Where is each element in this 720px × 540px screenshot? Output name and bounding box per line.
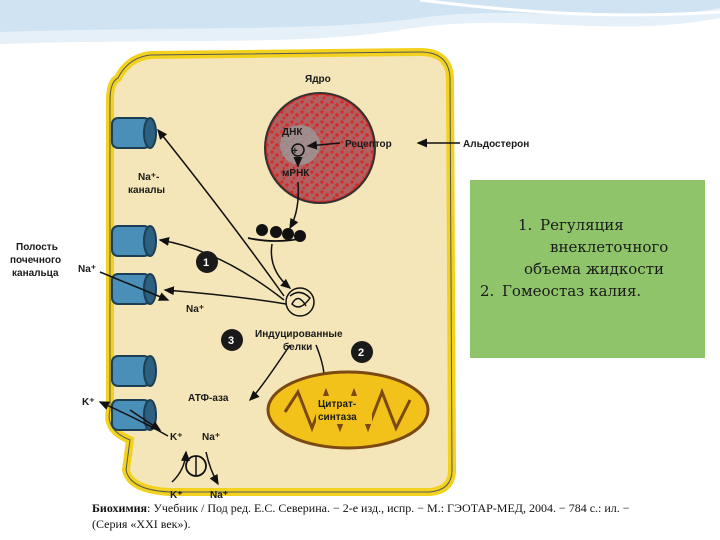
na-pump-label: Na⁺ [202, 432, 220, 443]
svg-text:2: 2 [358, 347, 364, 359]
induced-proteins [285, 287, 315, 317]
na-in-arrow [99, 271, 170, 301]
lumen-line3: канальца [12, 268, 59, 279]
badge-1: 1 [196, 251, 218, 273]
na-in-label: Na⁺ [78, 264, 96, 275]
na-out-arrow [205, 451, 219, 486]
mrna-label: мРНК [282, 168, 310, 179]
na-k-pump [185, 455, 207, 477]
dna-label: ДНК [282, 127, 303, 138]
translation-arrow [270, 243, 292, 289]
atpase-arrow [248, 344, 291, 402]
protein-arrow-2 [158, 237, 285, 301]
protein-arrow-1 [157, 128, 285, 297]
point-2-line1: Гомеостаз калия. [502, 282, 642, 300]
k-left-label: K⁺ [82, 397, 95, 408]
lumen-line2: почечного [10, 255, 61, 266]
induced-line2: белки [283, 341, 312, 353]
k-pump-label: K⁺ [170, 432, 183, 443]
channel [111, 117, 157, 149]
nucleus [264, 92, 376, 204]
channel [111, 355, 157, 387]
na-channels [111, 117, 157, 431]
nucleus-label: Ядро [305, 74, 331, 85]
k-in-arrow [171, 450, 190, 483]
lumen-line1: Полость [16, 242, 58, 253]
k-channel-arrow [129, 409, 162, 431]
atpase-label: АТФ-аза [188, 393, 229, 404]
point-2-number: 2. [480, 282, 495, 300]
na-channels-line2: каналы [128, 185, 165, 196]
header-wave [0, 0, 720, 44]
channel [111, 225, 157, 257]
svg-text:1: 1 [203, 257, 209, 269]
svg-text:3: 3 [228, 335, 234, 347]
receptor-label: Рецептор [345, 139, 392, 150]
point-1: 1. Регуляция [480, 214, 697, 236]
caption-line2: (Серия «XXI век»). [92, 517, 191, 531]
ribosomes [247, 224, 306, 242]
na-channels-line1: Na⁺- [138, 172, 159, 183]
induced-line1: Индуцированные [255, 329, 343, 340]
key-points-box: 1. Регуляция внеклеточного объема жидкос… [470, 180, 705, 358]
caption-line1: : Учебник / Под ред. Е.С. Северина. − 2-… [147, 501, 630, 515]
point-2: 2. Гомеостаз калия. [480, 280, 697, 302]
channel [111, 399, 157, 431]
badge-3: 3 [221, 329, 243, 351]
point-1-line2: внеклеточного [550, 238, 669, 256]
channel [111, 273, 157, 305]
na-bottom-label: Na⁺ [210, 490, 228, 501]
caption-bold: Биохимия [92, 501, 148, 515]
citrate-line1: Цитрат- [318, 399, 356, 410]
receptor-arrow [306, 140, 341, 150]
source-caption: Биохимия: Учебник / Под ред. Е.С. Севери… [92, 500, 712, 532]
na-out-label: Na⁺ [186, 304, 204, 315]
point-1-line1: Регуляция [540, 216, 624, 234]
plus-sign: + [292, 146, 298, 157]
citrate-label-bg [316, 396, 372, 424]
point-1-number: 1. [518, 216, 533, 234]
k-out-arrow [98, 401, 169, 437]
citrate-line2: синтаза [318, 412, 357, 423]
badge-2: 2 [351, 341, 373, 363]
point-1-line3: объема жидкости [524, 260, 664, 278]
mrna-arrow [289, 181, 300, 230]
protein-arrow-3 [163, 286, 287, 305]
aldosterone-label: Альдостерон [463, 139, 529, 150]
k-bottom-label: K⁺ [170, 490, 183, 501]
